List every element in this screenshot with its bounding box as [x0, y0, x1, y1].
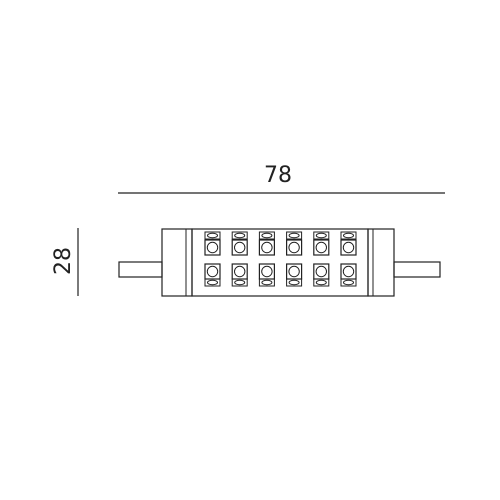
led-strip — [258, 278, 275, 287]
left-end-cap — [161, 228, 193, 297]
led-chip — [340, 263, 357, 280]
led-chip — [204, 263, 221, 280]
led-chip — [286, 263, 303, 280]
height-dimension: 28 — [51, 228, 79, 296]
right-pin — [393, 261, 441, 278]
led-strip — [340, 278, 357, 287]
width-dimension-label: 78 — [264, 163, 292, 188]
led-chip — [204, 239, 221, 256]
lamp-body — [118, 228, 441, 297]
led-strip — [286, 231, 303, 240]
right-end-cap — [367, 228, 395, 297]
width-dimension: 78 — [118, 163, 445, 194]
height-dimension-label: 28 — [51, 247, 76, 275]
led-strip — [313, 231, 330, 240]
led-chip — [258, 239, 275, 256]
led-strip — [231, 278, 248, 287]
led-chip — [286, 239, 303, 256]
led-chip — [231, 263, 248, 280]
led-strip — [231, 231, 248, 240]
led-chip — [231, 239, 248, 256]
led-strip — [204, 278, 221, 287]
led-chip — [340, 239, 357, 256]
led-chip — [258, 263, 275, 280]
led-strip — [340, 231, 357, 240]
led-grid — [204, 231, 357, 287]
led-strip — [286, 278, 303, 287]
led-chip — [313, 239, 330, 256]
led-strip — [313, 278, 330, 287]
left-pin — [118, 261, 163, 278]
led-strip — [204, 231, 221, 240]
led-chip — [313, 263, 330, 280]
led-strip — [258, 231, 275, 240]
